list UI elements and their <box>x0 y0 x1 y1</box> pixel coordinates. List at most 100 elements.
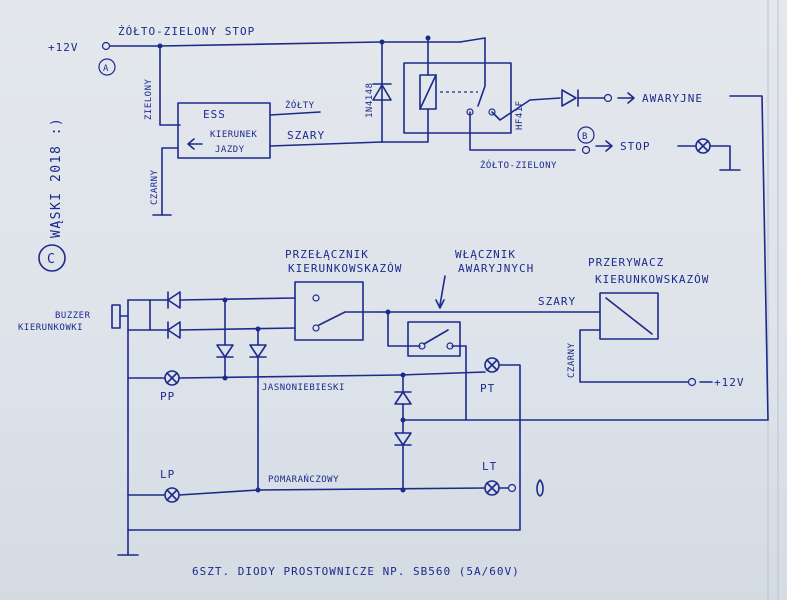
wire-yellow <box>269 111 321 116</box>
label-hazard-switch: WŁĄCZNIK <box>455 248 516 261</box>
lamp-lp-cross <box>166 489 178 501</box>
label-yellow-green-stop: ŻÓŁTO-ZIELONY STOP <box>118 25 255 38</box>
turn-switch-contact-2 <box>312 324 320 332</box>
copyright-circle-icon <box>38 244 66 272</box>
label-author: WĄSKI 2018 :) <box>49 117 64 238</box>
turn-switch-contact-1 <box>312 294 320 302</box>
diode-d2-icon <box>167 321 181 339</box>
terminal-12v-top <box>101 41 111 51</box>
label-node-b: B <box>582 132 588 142</box>
label-orange: POMARAŃCZOWY <box>268 473 339 485</box>
arrow-awaryjne-icon <box>617 92 635 104</box>
hazard-lever-icon <box>423 329 449 345</box>
lamp-pt-cross <box>486 359 498 371</box>
hazard-switch-box <box>407 321 461 357</box>
wire-relay-stop <box>469 111 576 151</box>
flasher-slash <box>605 297 653 335</box>
label-plus12v-mid: +12V <box>714 376 745 389</box>
label-stop: STOP <box>620 140 651 153</box>
terminal-12v-mid <box>687 377 697 387</box>
label-black-wire-top: CZARNY <box>150 169 160 205</box>
label-ess: ESS <box>203 108 226 121</box>
diode-1n4148-icon <box>372 84 392 101</box>
arrow-hazard-icon <box>435 275 446 309</box>
node-a-circle <box>98 58 116 76</box>
label-diode-1n4148: 1N4148 <box>365 82 375 118</box>
wire-green <box>159 45 181 126</box>
label-buzzer2: KIERUNKOWKI <box>18 323 83 333</box>
label-ess-line2: KIERUNEK <box>210 130 257 140</box>
label-pp: PP <box>160 390 175 403</box>
diode-d6-icon <box>394 432 412 446</box>
flasher-box <box>599 292 659 340</box>
label-grey-wire-mid: SZARY <box>538 295 576 308</box>
junction-d5-top <box>400 372 406 378</box>
stop-lamp-cross <box>697 140 709 152</box>
relay-box <box>403 62 512 134</box>
buzzer-icon <box>111 304 121 329</box>
wire-black-top <box>161 147 179 216</box>
arrow-stop-icon <box>595 140 613 152</box>
turn-switch-box <box>294 281 364 341</box>
wire-d2-out <box>179 327 296 331</box>
label-yellow-wire: ŻÓŁTY <box>285 99 315 111</box>
junction-d5-mid <box>400 417 406 423</box>
relay-contact-no <box>488 108 496 116</box>
label-buzzer: BUZZER <box>55 311 91 321</box>
wire-orange <box>178 487 486 496</box>
label-copyright: C <box>47 252 56 267</box>
label-turn-switch2: KIERUNKOWSKAZÓW <box>288 262 402 275</box>
diode-d5-icon <box>394 391 412 405</box>
diode-d1-icon <box>167 291 181 309</box>
label-lp: LP <box>160 468 175 481</box>
wire-light-blue <box>178 371 486 379</box>
wire-grey-top <box>269 141 383 147</box>
label-yellow-green-bottom: ŻÓŁTO-ZIELONY <box>480 159 557 171</box>
label-relay-hf41f: HF41F <box>515 100 525 130</box>
diode-d4-icon <box>249 344 267 358</box>
node-b-circle <box>577 126 595 144</box>
wire-lamp-return <box>127 364 521 531</box>
terminal-lt <box>507 483 517 493</box>
label-hazard-switch2: AWARYJNYCH <box>458 262 534 275</box>
wire-awaryjne-return <box>404 95 769 421</box>
label-black-wire-mid: CZARNY <box>567 342 577 378</box>
terminal-stop <box>581 145 591 155</box>
wire-relay-out <box>491 97 561 121</box>
wire-buzzer-diodes <box>127 299 151 331</box>
label-light-blue: JASNONIEBIESKI <box>262 383 345 393</box>
label-flasher: PRZERYWACZ <box>588 256 664 269</box>
diode-d3-icon <box>216 344 234 358</box>
wire-relay-feed <box>459 37 486 43</box>
label-pt: PT <box>480 382 495 395</box>
wire-hazard-in <box>387 311 421 347</box>
relay-contact-icon <box>477 37 486 107</box>
wire-black-mid <box>579 329 689 383</box>
relay-coil-slash <box>419 74 437 110</box>
ink-mark-icon <box>536 479 544 497</box>
wire-relay-coil-bottom <box>381 108 429 143</box>
label-flasher2: KIERUNKOWSKAZÓW <box>595 273 709 286</box>
wire-top-main <box>109 41 461 47</box>
terminal-awaryjne <box>603 93 613 103</box>
diode-awaryjne-icon <box>561 89 577 107</box>
label-ess-line3: JAZDY <box>215 145 245 155</box>
label-node-a: A <box>103 64 109 74</box>
lamp-lt-cross <box>486 482 498 494</box>
label-lt: LT <box>482 460 497 473</box>
ess-module-box <box>177 102 271 159</box>
label-green-wire: ZIELONY <box>144 78 154 120</box>
wire-d1-out <box>179 297 296 301</box>
wire-hazard-out <box>451 345 467 421</box>
label-awaryjne: AWARYJNE <box>642 92 703 105</box>
ess-arrow-icon <box>187 138 203 150</box>
label-turn-switch: PRZEŁĄCZNIK <box>285 248 369 261</box>
turn-switch-lever-icon <box>318 311 379 326</box>
label-grey-wire-top: SZARY <box>287 129 325 142</box>
label-footer: 6SZT. DIODY PROSTOWNICZE NP. SB560 (5A/6… <box>192 565 520 578</box>
label-plus12v-top: +12V <box>48 41 79 54</box>
ground-stop-icon <box>709 145 741 171</box>
lamp-pp-cross <box>166 372 178 384</box>
